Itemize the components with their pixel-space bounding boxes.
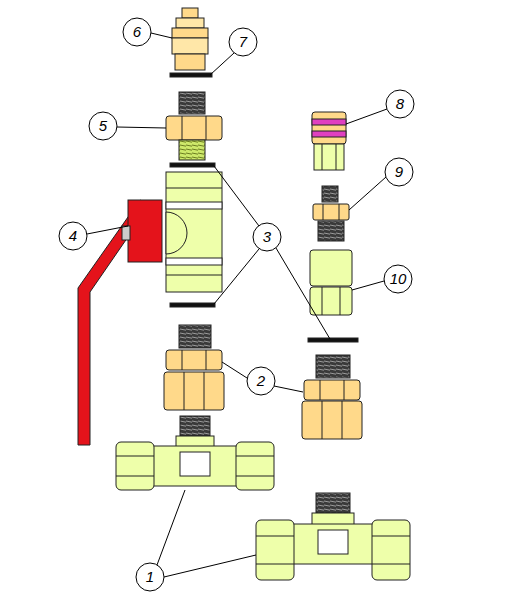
callout-number: 1 — [138, 567, 162, 587]
callout-number: 2 — [249, 371, 273, 391]
callout-number: 5 — [91, 116, 115, 136]
callout-number: 6 — [125, 22, 149, 42]
callout-number: 4 — [61, 226, 85, 246]
callout-number: 9 — [387, 162, 411, 182]
callout-number: 7 — [231, 32, 255, 52]
callout-number: 10 — [386, 269, 410, 289]
callout-number: 3 — [255, 227, 279, 247]
callout-number: 8 — [388, 94, 412, 114]
